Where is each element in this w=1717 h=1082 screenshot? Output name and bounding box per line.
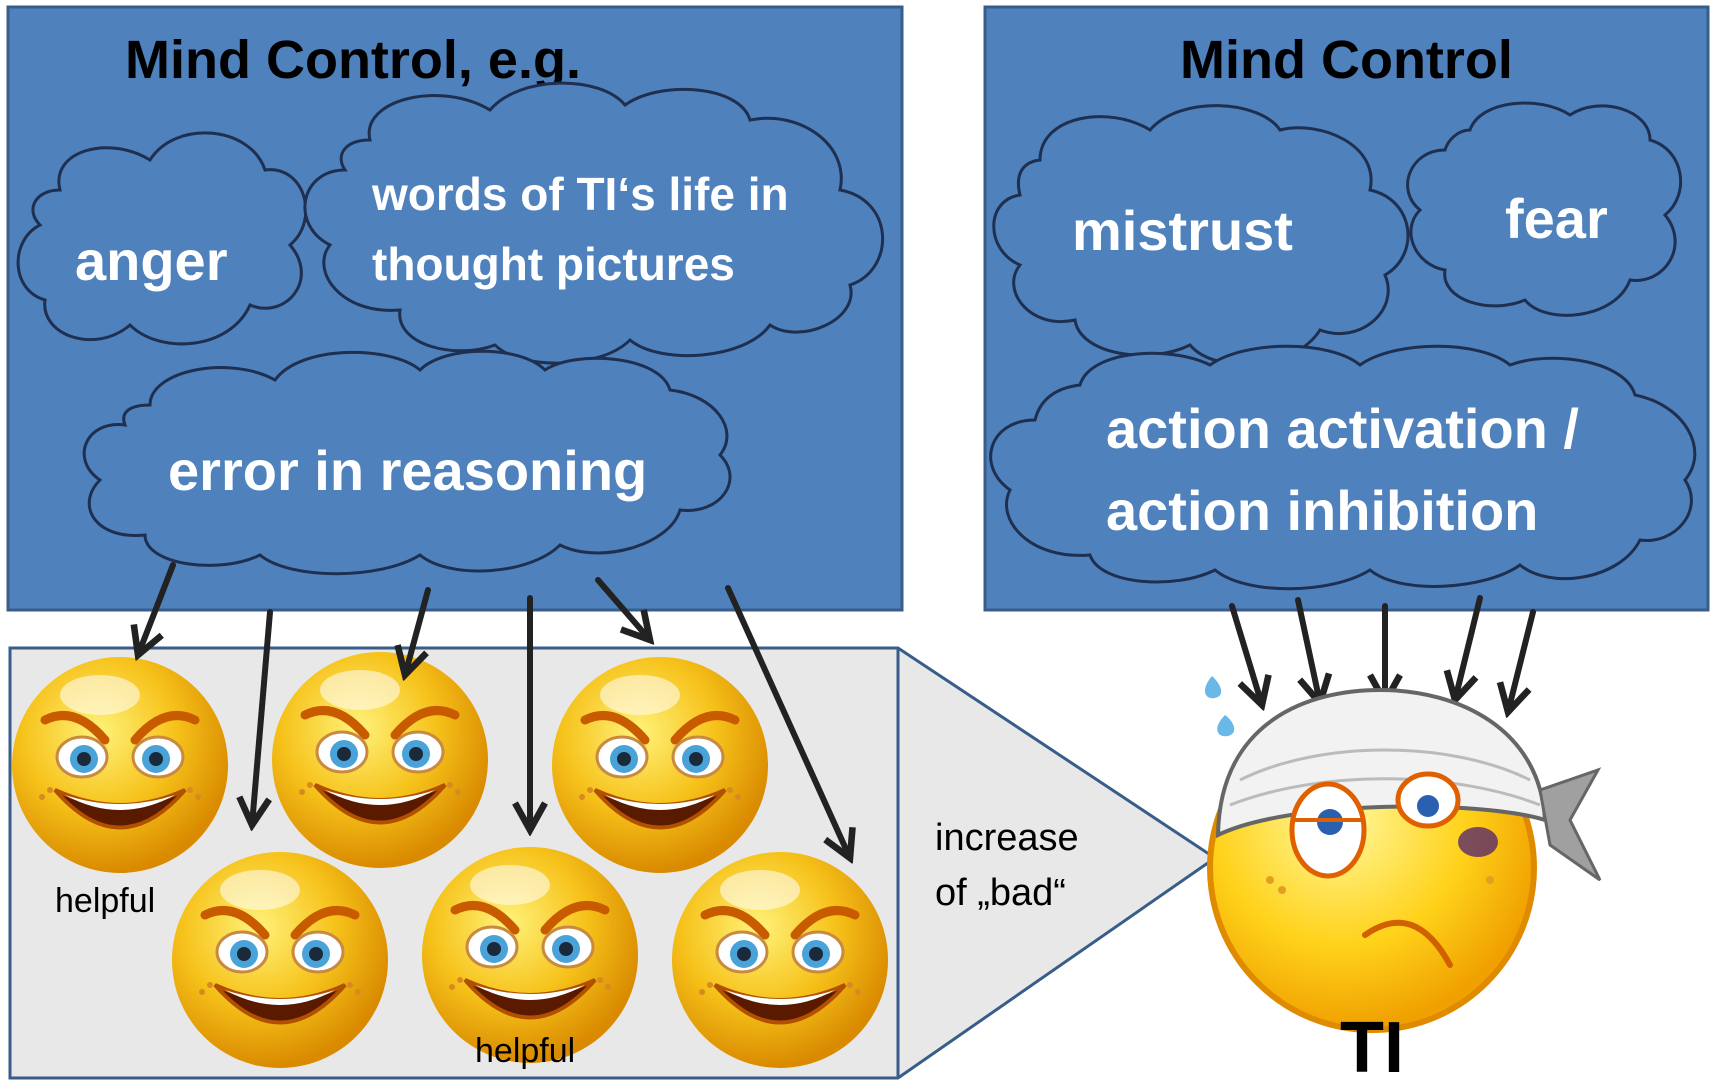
- right-arrows: [1229, 595, 1536, 712]
- cloud-fear: fear: [1406, 101, 1682, 317]
- cloud-fear-label: fear: [1505, 187, 1608, 250]
- angry-smiley-icon: [272, 652, 488, 868]
- sweat-drop-icon: [1217, 715, 1235, 737]
- sweat-drop-icon: [1204, 676, 1222, 699]
- cloud-mistrust-label: mistrust: [1072, 199, 1293, 262]
- cloud-action-line2: action inhibition: [1106, 479, 1538, 542]
- cloud-words: words of TI‘s life in thought pictures: [303, 81, 884, 365]
- arrow: [1508, 609, 1536, 712]
- angry-smiley-icon: [672, 852, 888, 1068]
- left-arrows: [138, 562, 850, 858]
- arrow: [1455, 595, 1483, 700]
- angry-smiley-icon: [172, 852, 388, 1068]
- arrow: [1229, 603, 1262, 705]
- cloud-anger: anger: [16, 131, 308, 346]
- ti-injured-smiley: TI: [1204, 676, 1602, 1082]
- left-panel: Mind Control, e.g. anger words of TI‘s l…: [6, 5, 904, 612]
- cloud-error-label: error in reasoning: [168, 439, 647, 502]
- helpful-label-1: helpful: [55, 882, 155, 920]
- callout-text-line1: increase: [935, 817, 1079, 859]
- angry-smiley-icon: [552, 657, 768, 873]
- arrow: [1295, 597, 1320, 703]
- right-panel: Mind Control mistrust fear action activa…: [983, 5, 1710, 612]
- arrow: [595, 577, 650, 640]
- bruise-icon: [1458, 827, 1498, 857]
- angry-smiley-icon: [422, 847, 638, 1063]
- helpful-label-2: helpful: [475, 1032, 575, 1070]
- angry-smiley-icon: [12, 657, 228, 873]
- callout-text-line2: of „bad“: [935, 872, 1066, 914]
- right-panel-title: Mind Control: [1180, 30, 1513, 90]
- ti-label: TI: [1340, 1008, 1404, 1082]
- arrow: [252, 609, 273, 825]
- left-panel-title: Mind Control, e.g.: [125, 30, 581, 90]
- arrow: [725, 585, 850, 858]
- cloud-action-line1: action activation /: [1106, 397, 1579, 460]
- cloud-error: error in reasoning: [82, 349, 732, 576]
- cloud-action: action activation / action inhibition: [989, 344, 1697, 591]
- cloud-mistrust: mistrust: [992, 104, 1410, 366]
- arrow: [405, 587, 431, 675]
- arrow: [138, 562, 176, 655]
- bandage-knot-icon: [1538, 767, 1602, 882]
- cloud-anger-label: anger: [75, 229, 228, 292]
- angry-smileys: helpful helpful: [12, 652, 888, 1070]
- cloud-words-line1: words of TI‘s life in: [371, 168, 789, 220]
- cloud-words-line2: thought pictures: [372, 238, 735, 290]
